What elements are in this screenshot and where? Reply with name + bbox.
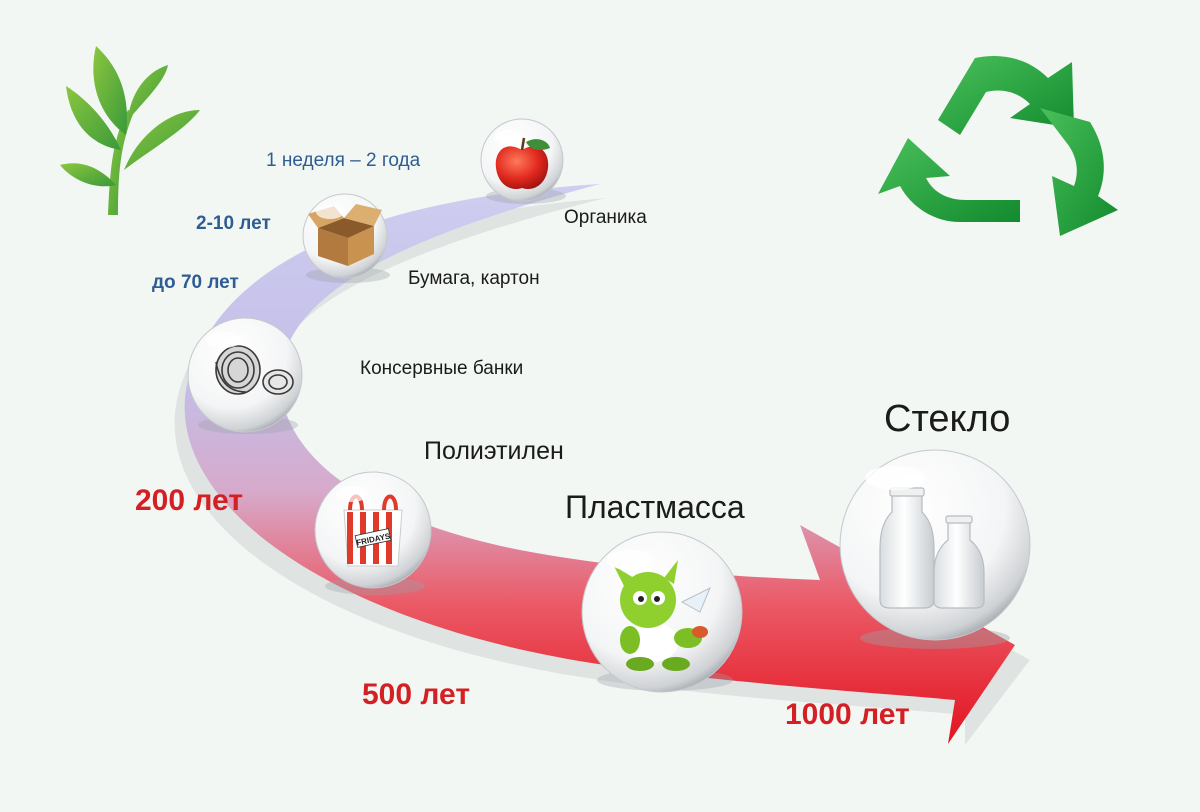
duration-glass: 1000 лет bbox=[785, 698, 910, 731]
material-plastic: Пластмасса bbox=[565, 489, 745, 525]
cans-bubble bbox=[187, 317, 303, 434]
decomposition-arrow bbox=[184, 184, 1016, 744]
duration-cans: до 70 лет bbox=[152, 272, 239, 293]
duration-polyethylene: 200 лет bbox=[135, 484, 244, 517]
material-cans: Консервные банки bbox=[360, 358, 524, 379]
sprout-icon bbox=[60, 46, 200, 215]
apple-icon bbox=[495, 137, 550, 190]
material-paper: Бумага, картон bbox=[408, 268, 540, 289]
glass-bottles-icon bbox=[879, 487, 985, 609]
plastic-toy-icon bbox=[614, 560, 711, 671]
toy-bubble bbox=[581, 531, 743, 693]
bag-bubble: FRIDAYS bbox=[314, 471, 432, 595]
apple-bubble bbox=[480, 118, 566, 204]
material-glass: Стекло bbox=[884, 398, 1011, 440]
duration-organic: 1 неделя – 2 года bbox=[266, 150, 421, 171]
glass-bubble bbox=[839, 449, 1031, 649]
material-polyethylene: Полиэтилен bbox=[424, 437, 564, 465]
box-bubble bbox=[302, 193, 390, 283]
duration-paper: 2-10 лет bbox=[196, 213, 271, 234]
tin-cans-icon bbox=[215, 345, 294, 395]
duration-plastic: 500 лет bbox=[362, 678, 471, 711]
material-organic: Органика bbox=[564, 207, 647, 228]
recycle-icon bbox=[878, 56, 1118, 236]
